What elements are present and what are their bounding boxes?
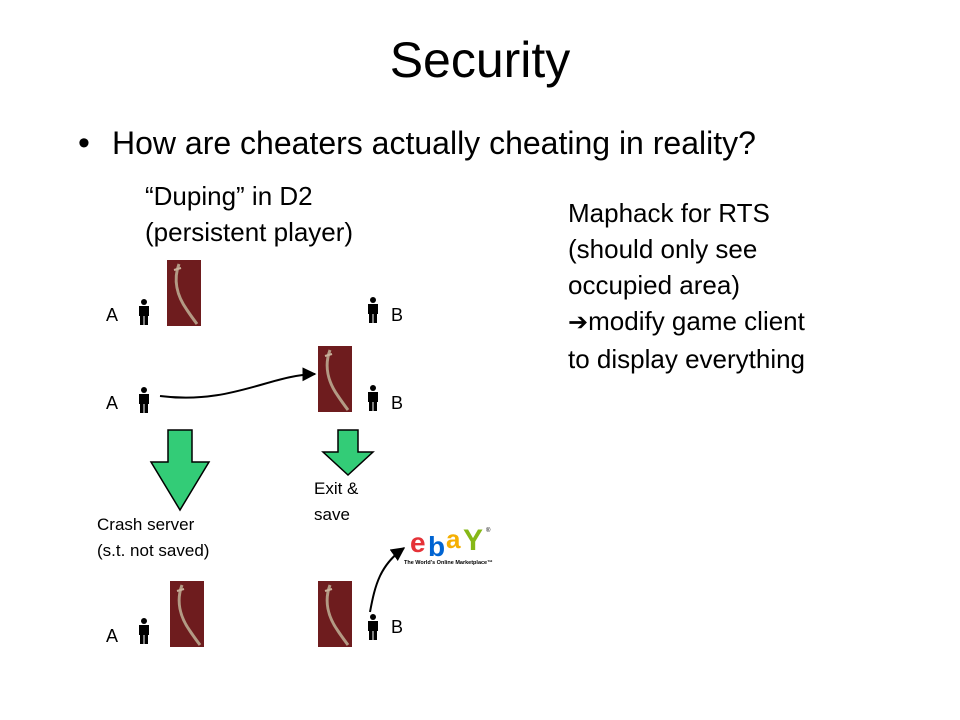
maphack-line-1: Maphack for RTS [568,198,770,228]
exit-down-arrow [321,429,375,477]
bullet-text: How are cheaters actually cheating in re… [112,125,756,161]
maphack-line-4: ➔modify game client [568,303,805,341]
duping-line-1: “Duping” in D2 [145,181,313,211]
duping-line-2: (persistent player) [145,217,354,247]
player-a-label-1: A [106,305,119,325]
sword-item-icon [167,260,201,326]
sword-item-icon [318,581,352,647]
implies-arrow-icon: ➔ [568,309,589,336]
player-b-label-2: B [391,393,404,413]
maphack-line-5: to display everything [568,344,806,374]
player-b-label-3: B [391,617,404,637]
maphack-line-3: occupied area) [568,270,740,300]
person-icon [137,618,151,644]
crash-down-arrow [149,429,211,512]
crash-line-2: (s.t. not saved) [97,541,210,560]
transfer-arrow [159,367,317,399]
sword-item-icon [170,581,204,647]
ebay-tagline: The World's Online Marketplace™ [404,560,493,566]
crash-server-caption: Crash server (s.t. not saved) [97,512,209,564]
svg-text:®: ® [486,527,491,534]
bullet-dot: • [78,124,90,162]
player-a-label-3: A [106,626,119,646]
ebay-logo: e b a Y ® The World's Online Marketplace… [404,522,508,572]
person-icon [366,614,380,640]
sword-item-icon [318,346,352,412]
maphack-text: Maphack for RTS (should only see occupie… [568,195,805,377]
exit-line-1: Exit & [314,479,359,498]
slide-title: Security [389,32,571,88]
person-icon [137,387,151,413]
person-icon [366,385,380,411]
player-a-label-2: A [106,393,119,413]
svg-text:Y: Y [463,524,483,557]
person-icon [366,297,380,323]
svg-text:b: b [428,531,445,562]
svg-text:e: e [410,527,426,558]
person-icon [137,299,151,325]
duping-heading: “Duping” in D2 (persistent player) [145,178,353,250]
crash-line-1: Crash server [97,515,195,534]
svg-text:a: a [446,524,461,554]
exit-line-2: save [314,505,350,524]
sell-arrow [369,547,406,613]
maphack-line-4-text: modify game client [588,306,805,336]
exit-save-caption: Exit & save [314,476,358,528]
player-b-label-1: B [391,305,404,325]
maphack-line-2: (should only see [568,234,758,264]
